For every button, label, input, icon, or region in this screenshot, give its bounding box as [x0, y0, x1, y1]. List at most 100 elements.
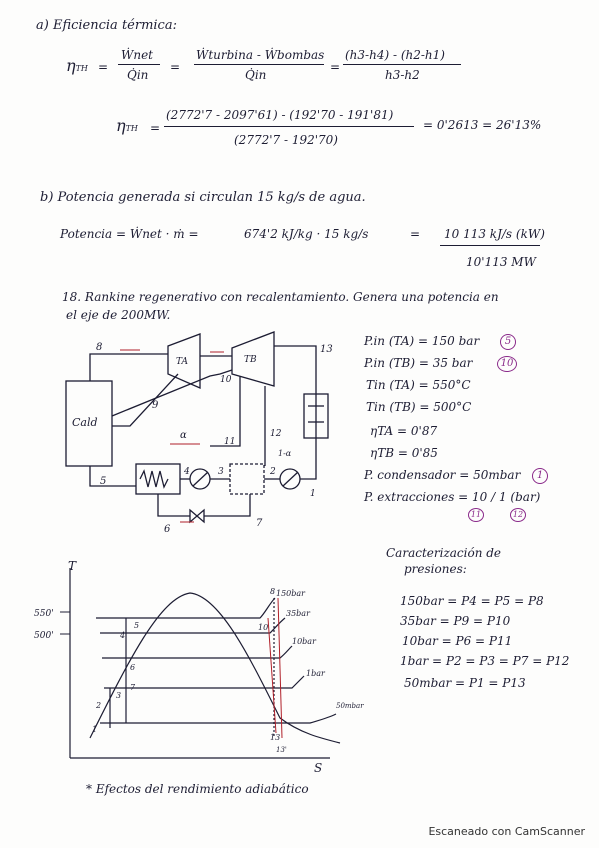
param-3: Tin (TB) = 500°C — [366, 400, 472, 414]
pressure-row-4: 50mbar = P1 = P13 — [404, 676, 526, 690]
isobar-label-150: 150bar — [276, 589, 306, 598]
calc-bar — [164, 126, 414, 127]
label-1: 1 — [310, 489, 316, 499]
line-8 — [89, 353, 168, 381]
turbine-tb — [231, 331, 275, 387]
pt-2: 2 — [95, 701, 101, 710]
param-0: P.in (TA) = 150 bar — [364, 334, 480, 348]
label-13: 13 — [320, 344, 333, 355]
equals-3: = — [330, 60, 341, 74]
power-value: 674'2 kJ/kg · 15 kg/s — [244, 227, 369, 241]
pt-13: 13 — [270, 733, 280, 742]
isobar-50m — [100, 713, 337, 724]
pt-7: 7 — [130, 683, 136, 692]
frac2-den: Q̇in — [245, 68, 267, 82]
equals-4: = — [150, 121, 161, 135]
power-result-mw: 10'113 MW — [466, 255, 536, 269]
efficiency-result: = 0'2613 = 26'13% — [423, 118, 542, 132]
param-1: P.in (TB) = 35 bar — [364, 356, 473, 370]
eta-symbol-2: ηTH — [116, 116, 138, 135]
pressure-title-2: presiones: — [404, 562, 467, 576]
pt-8: 8 — [270, 587, 275, 596]
param-7: P. extracciones = 10 / 1 (bar) — [364, 490, 541, 504]
frac1-num: Ẇnet — [121, 48, 153, 62]
equals-1: = — [98, 60, 109, 74]
adiabatic-note: * Efectos del rendimiento adiabático — [86, 782, 309, 796]
isobar-label-50m: 50mbar — [336, 702, 364, 710]
line-7 — [204, 494, 251, 517]
label-5: 5 — [100, 476, 106, 487]
eta-symbol: ηTH — [66, 56, 88, 75]
pressure-row-0: 150bar = P4 = P5 = P8 — [400, 594, 544, 608]
frac2-num: Ẇturbina - Ẇbombas — [196, 48, 325, 62]
equals-2: = — [170, 60, 181, 74]
pt-10: 10 — [258, 623, 268, 632]
axis-t: T — [68, 559, 77, 573]
label-8: 8 — [96, 342, 102, 353]
pt-5: 5 — [134, 621, 139, 630]
turbine-ta — [167, 333, 201, 389]
camscanner-footer: Escaneado con CamScanner — [428, 825, 585, 838]
eta-label: η — [66, 56, 76, 75]
label-12: 12 — [270, 429, 282, 439]
calc-den: (2772'7 - 192'70) — [234, 133, 338, 147]
boiler-box — [65, 380, 113, 467]
axis-s: S — [314, 761, 322, 775]
isobar-10 — [102, 645, 293, 659]
pt-3: 3 — [116, 691, 121, 700]
label-one-minus-alpha: 1-α — [278, 449, 292, 458]
param-5: ηTB = 0'85 — [370, 446, 438, 460]
isobar-150 — [96, 597, 276, 619]
label-4: 4 — [183, 467, 190, 477]
pt-13s: 13' — [276, 746, 287, 754]
pressure-row-3: 1bar = P2 = P3 = P7 = P12 — [400, 654, 570, 668]
param-6: P. condensador = 50mbar — [364, 468, 521, 482]
power-lhs: Potencia = Ẇnet · ṁ = — [60, 227, 199, 241]
label-11: 11 — [224, 437, 235, 447]
label-6: 6 — [164, 524, 171, 535]
label-9: 9 — [152, 400, 159, 411]
throttle-valve — [189, 508, 205, 524]
frac3-num: (h3-h4) - (h2-h1) — [345, 48, 445, 62]
pt-4: 4 — [119, 631, 125, 640]
calc-num: (2772'7 - 2097'61) - (192'70 - 191'81) — [166, 108, 394, 122]
isobar-label-35: 35bar — [286, 609, 311, 618]
param-0-tag: 5 — [500, 334, 516, 350]
line-1 — [300, 466, 317, 480]
pt-6: 6 — [130, 663, 135, 672]
label-tb: TB — [244, 355, 257, 365]
condenser — [303, 393, 329, 439]
frac1-den: Q̇in — [127, 68, 149, 82]
eta-sub: TH — [75, 64, 88, 73]
param-2: Tin (TA) = 550°C — [366, 378, 471, 392]
label-alpha: α — [180, 430, 187, 441]
cycle-schematic: 8 TA TB 13 Cald 9 10 11 12 5 4 3 2 1 6 7… — [65, 331, 333, 535]
label-7: 7 — [256, 518, 263, 529]
saturation-dome — [89, 592, 341, 744]
line-6 — [157, 494, 190, 517]
power-result-underline — [440, 245, 540, 246]
tick-550: 550' — [34, 609, 54, 619]
line-10 — [111, 369, 233, 417]
equals-5: = — [410, 227, 421, 241]
isobar-35 — [100, 617, 286, 634]
pt-1: 1 — [92, 725, 97, 734]
line-13 — [274, 345, 317, 466]
frac2-bar — [194, 64, 324, 65]
extraction-tag-12: 12 — [510, 508, 526, 522]
section-a-title: a) Eficiencia térmica: — [36, 18, 177, 33]
label-3: 3 — [218, 467, 224, 477]
pressure-row-1: 35bar = P9 = P10 — [400, 614, 511, 628]
pressure-row-2: 10bar = P6 = P11 — [402, 634, 513, 648]
isobar-1 — [104, 675, 305, 689]
isobar-label-1: 1bar — [306, 669, 326, 678]
open-heater — [229, 463, 265, 495]
frac1-bar — [118, 64, 160, 65]
line-9 — [112, 373, 179, 427]
section-b-title: b) Potencia generada si circulan 15 kg/s… — [40, 190, 366, 205]
heater-coil — [139, 469, 169, 489]
extraction-tag-11: 11 — [468, 508, 484, 522]
frac3-bar — [343, 64, 461, 65]
isobar-label-10: 10bar — [292, 637, 317, 646]
label-ta: TA — [176, 357, 189, 367]
